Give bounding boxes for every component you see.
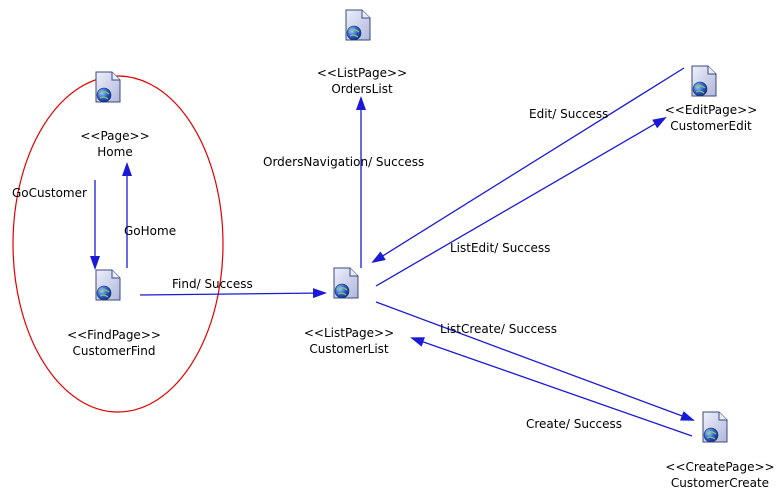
edge-label-edit-success: Edit/ Success bbox=[529, 107, 609, 121]
stereotype-label: <<FindPage>> bbox=[67, 328, 161, 342]
edge-listedit-success bbox=[375, 116, 667, 287]
stereotype-label: <<ListPage>> bbox=[303, 326, 395, 340]
edge-listcreate-success bbox=[375, 301, 695, 421]
web-page-icon bbox=[333, 267, 359, 299]
edge-label-create-success: Create/ Success bbox=[526, 417, 623, 431]
node-name: CustomerFind bbox=[72, 344, 156, 358]
node-customer-find: <<FindPage>> CustomerFind bbox=[67, 327, 161, 359]
edge-create-success bbox=[410, 337, 693, 437]
edge-edit-success bbox=[371, 67, 685, 264]
node-name: CustomerEdit bbox=[670, 119, 752, 133]
edge-label-find-success: Find/ Success bbox=[172, 277, 253, 291]
node-name: CustomerList bbox=[309, 342, 389, 356]
web-page-icon bbox=[702, 411, 728, 443]
edge-label-orders-navigation: OrdersNavigation/ Success bbox=[263, 155, 425, 169]
stereotype-label: <<Page>> bbox=[80, 129, 150, 143]
edge-label-gocustomer: GoCustomer bbox=[12, 186, 87, 200]
stereotype-label: <<CreatePage>> bbox=[665, 460, 775, 474]
web-page-icon bbox=[95, 71, 121, 103]
web-page-icon bbox=[95, 269, 121, 301]
edge-label-gohome: GoHome bbox=[124, 224, 177, 238]
node-orders-list: <<ListPage>> OrdersList bbox=[317, 65, 407, 97]
node-name: OrdersList bbox=[331, 82, 393, 96]
stereotype-label: <<EditPage>> bbox=[664, 103, 758, 117]
highlight-ellipse bbox=[12, 75, 224, 413]
node-customer-edit: <<EditPage>> CustomerEdit bbox=[665, 102, 758, 134]
web-page-icon bbox=[691, 65, 717, 97]
edge-find-success bbox=[139, 288, 327, 299]
node-customer-list: <<ListPage>> CustomerList bbox=[304, 325, 394, 357]
node-home: <<Page>> Home bbox=[80, 128, 149, 160]
web-page-icon bbox=[345, 9, 371, 41]
edge-label-listedit-success: ListEdit/ Success bbox=[450, 241, 551, 255]
stereotype-label: <<ListPage>> bbox=[316, 66, 408, 80]
node-customer-create: <<CreatePage>> CustomerCreate bbox=[665, 459, 774, 491]
node-name: CustomerCreate bbox=[670, 476, 770, 490]
node-name: Home bbox=[97, 145, 133, 159]
edge-label-listcreate-success: ListCreate/ Success bbox=[440, 322, 558, 336]
